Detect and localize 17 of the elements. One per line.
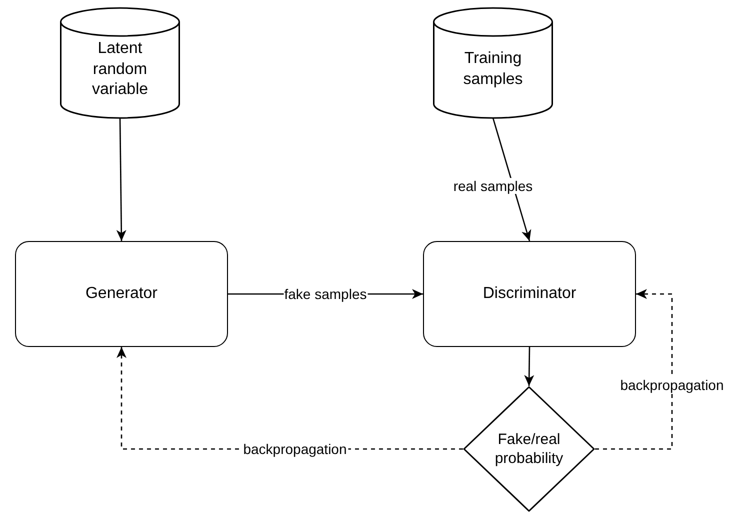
process-box bbox=[15, 241, 228, 347]
edge-label: backpropagation bbox=[619, 376, 725, 394]
node-label: Latent random variable bbox=[90, 38, 150, 100]
database-cylinder bbox=[433, 8, 553, 118]
database-cylinder bbox=[60, 8, 180, 118]
process-box bbox=[423, 241, 636, 347]
node-label: Training samples bbox=[462, 49, 524, 90]
edge-label: fake samples bbox=[283, 286, 368, 302]
edge-label: backpropagation bbox=[242, 440, 348, 458]
node-label: Fake/real probability bbox=[494, 430, 564, 468]
decision-diamond bbox=[463, 386, 595, 512]
node-label: Discriminator bbox=[482, 284, 576, 304]
node-label: Generator bbox=[85, 284, 158, 304]
arrow bbox=[595, 289, 673, 450]
arrow bbox=[116, 118, 126, 241]
edge-label: real samples bbox=[452, 178, 534, 194]
arrow bbox=[524, 347, 534, 386]
